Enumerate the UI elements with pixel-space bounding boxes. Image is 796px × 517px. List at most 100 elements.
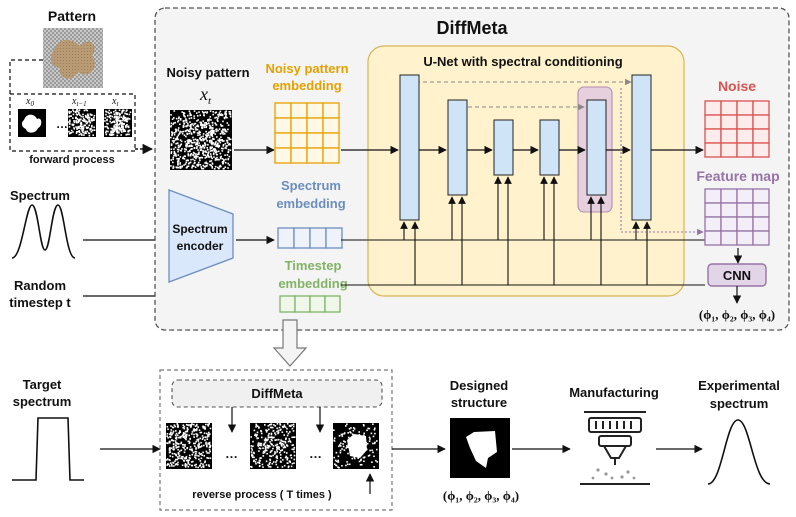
noise-speck (122, 125, 124, 128)
noise-speck (333, 439, 335, 442)
noise-speck (199, 159, 201, 162)
noise-speck (122, 127, 124, 130)
noise-speck (254, 461, 257, 463)
noise-speck (208, 431, 210, 434)
noise-speck (347, 436, 350, 439)
noise-speck (185, 161, 188, 164)
noise-speck (346, 445, 348, 447)
noise-speck (166, 435, 168, 437)
noise-speck (222, 131, 225, 133)
noise-speck (106, 122, 108, 125)
noise-speck (70, 111, 72, 113)
noise-speck (201, 145, 204, 148)
random-label-2: timestep t (9, 295, 71, 310)
noise-speck (223, 140, 225, 142)
noise-speck (175, 432, 178, 435)
noise-speck (178, 445, 180, 448)
noise-speck (183, 115, 185, 117)
noise-speck (83, 118, 85, 120)
noise-speck (170, 124, 172, 127)
noise-speck (167, 428, 169, 430)
noise-speck (217, 142, 219, 145)
noise-speck (206, 140, 208, 142)
noise-speck (198, 446, 201, 448)
noise-speck (194, 464, 196, 467)
noise-speck (215, 111, 217, 114)
noise-speck (203, 432, 206, 434)
noise-speck (217, 120, 219, 122)
noise-speck (76, 131, 78, 133)
noise-speck (193, 147, 196, 149)
noise-speck (87, 132, 90, 134)
noise-speck (173, 448, 175, 450)
noise-speck (194, 166, 197, 168)
noise-speck (206, 432, 208, 435)
noise-speck (286, 457, 289, 460)
noise-speck (175, 142, 177, 145)
noise-speck (262, 452, 265, 454)
noise-speck (111, 121, 114, 123)
noise-speck (268, 463, 271, 466)
noise-speck (347, 446, 349, 448)
noise-speck (87, 113, 89, 116)
manufacturing-icon (580, 411, 650, 485)
noise-speck (168, 463, 170, 466)
designed-label-1: Designed (450, 378, 509, 393)
noise-speck (180, 441, 183, 444)
noise-speck (113, 126, 115, 128)
noise-speck (205, 161, 208, 164)
noise-speck (358, 431, 360, 433)
noise-speck (183, 457, 186, 459)
noise-speck (262, 444, 265, 446)
noise-speck (177, 461, 179, 464)
grid-cell (322, 147, 340, 164)
noise-speck (217, 158, 219, 161)
noise-speck (229, 113, 232, 116)
noise-speck (109, 118, 112, 120)
noise-speck (83, 109, 86, 112)
noise-speck (82, 126, 85, 128)
noise-speck (219, 114, 221, 116)
grid-cell (720, 188, 738, 204)
noise-speck (338, 444, 341, 446)
noise-speck (217, 166, 219, 169)
noise-speck (91, 118, 93, 121)
noise-speck (170, 152, 173, 155)
noise-speck (209, 427, 212, 430)
noise-speck (190, 448, 193, 451)
noise-speck (111, 131, 114, 134)
noise-speck (185, 435, 188, 437)
noise-speck (78, 111, 80, 114)
noise-speck (182, 157, 184, 160)
noise-speck (112, 133, 115, 136)
noise-speck (281, 445, 283, 447)
noise-speck (292, 430, 295, 432)
noise-speck (181, 131, 183, 133)
noise-speck (212, 113, 214, 116)
noise-speck (287, 432, 290, 435)
noise-speck (291, 462, 294, 465)
noise-speck (259, 447, 262, 450)
noise-speck (115, 111, 117, 114)
noise-speck (284, 456, 287, 459)
noise-speck (200, 452, 203, 455)
noise-speck (202, 154, 205, 156)
noise-speck (187, 129, 190, 132)
noise-speck (196, 141, 198, 144)
noise-speck (205, 155, 208, 158)
noise-speck (251, 453, 253, 456)
noise-speck (205, 441, 207, 444)
noise-speck (118, 122, 121, 125)
noise-speck (105, 130, 108, 132)
noise-speck (203, 122, 206, 124)
noise-speck (167, 436, 169, 439)
noise-speck (202, 120, 204, 122)
noise-speck (92, 134, 94, 136)
noise-speck (276, 459, 278, 462)
noise-speck (293, 448, 295, 451)
noise-speck (185, 459, 188, 462)
xt-1-label: xt−1 (71, 96, 87, 108)
noise-speck (185, 159, 188, 162)
grid-cell (290, 102, 308, 119)
noise-speck (260, 430, 263, 433)
